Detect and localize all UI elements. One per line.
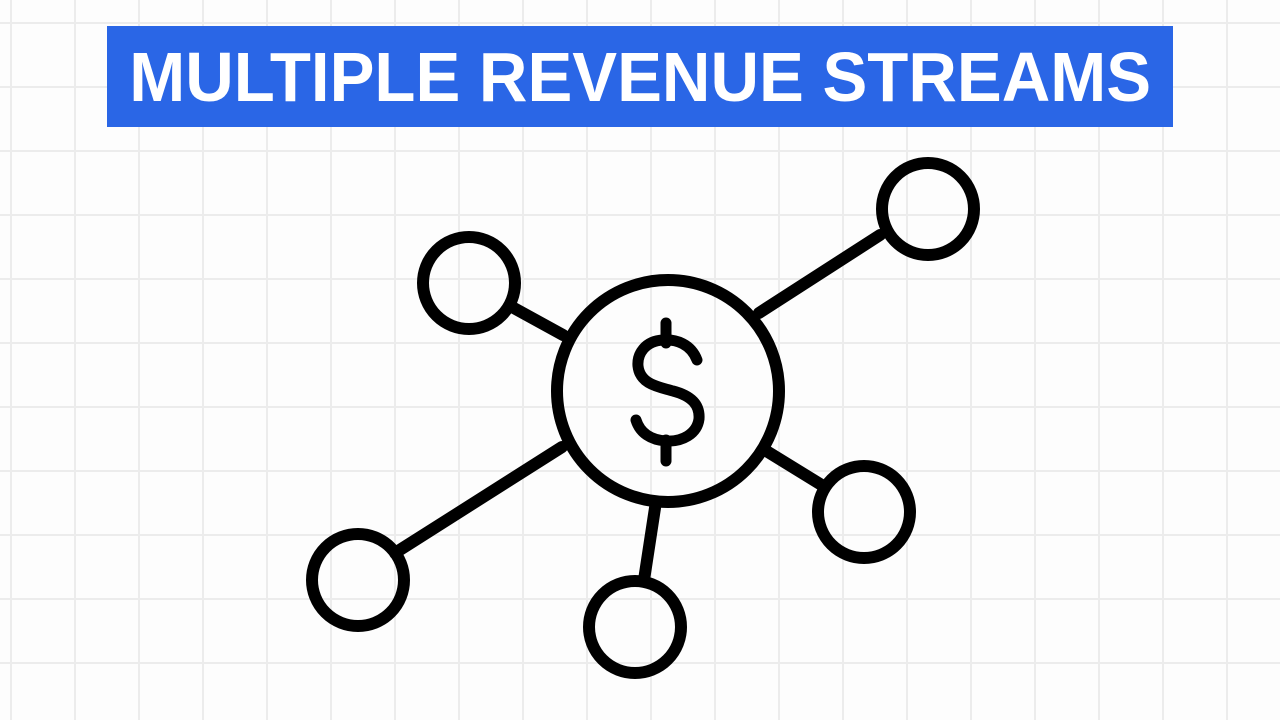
slide-title: MULTIPLE REVENUE STREAMS xyxy=(129,37,1151,116)
connector-bottom xyxy=(638,502,661,586)
connector-top-left xyxy=(506,301,569,341)
stream-node-right xyxy=(812,460,916,564)
dollar-sign-icon xyxy=(630,317,705,467)
title-banner: MULTIPLE REVENUE STREAMS xyxy=(107,26,1173,127)
stream-node-top-right xyxy=(876,157,980,261)
connector-top-right xyxy=(753,229,886,319)
stream-node-bottom xyxy=(583,575,687,679)
connector-bottom-left xyxy=(389,441,568,559)
stream-node-top-left xyxy=(417,231,521,335)
connector-right xyxy=(762,446,826,490)
hub-circle xyxy=(551,274,785,508)
stream-node-bottom-left xyxy=(306,528,410,632)
